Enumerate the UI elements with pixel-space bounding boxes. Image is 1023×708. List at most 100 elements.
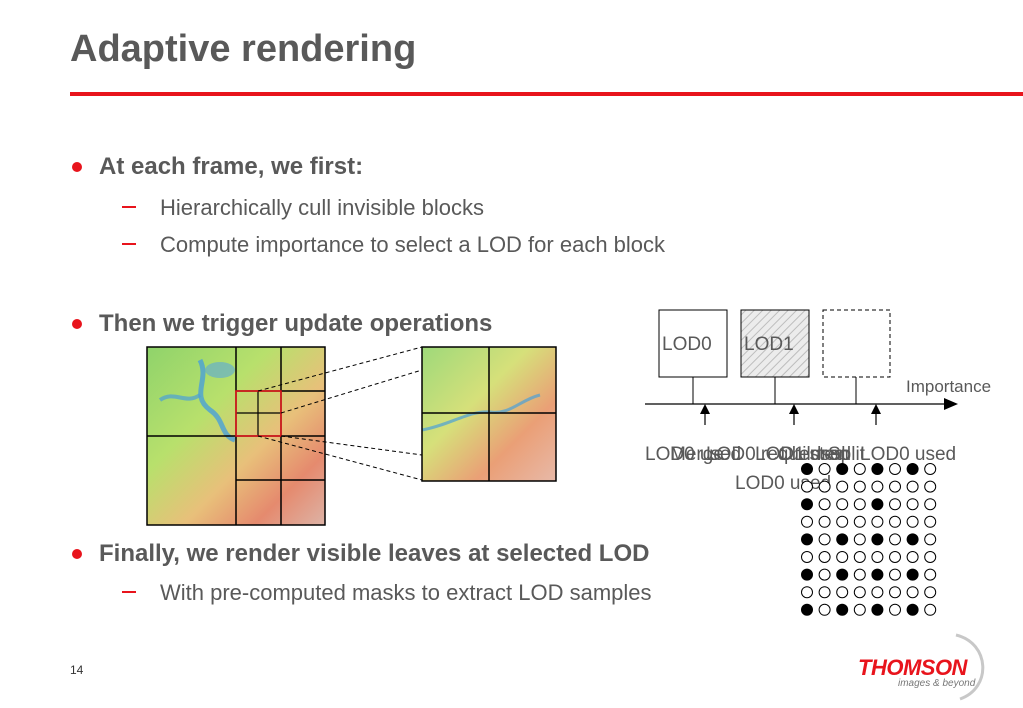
mask-sample-empty [853,568,866,581]
annotation-label: LOD0 requested [706,444,846,465]
mask-sample-empty [853,463,866,475]
mask-sample-filled [871,603,884,616]
mask-sample-filled [836,463,849,475]
bullet-dot-icon [72,162,82,172]
page-number: 14 [70,663,84,677]
mask-sample-filled [871,568,884,581]
thomson-logo: THOMSON images & beyond [858,633,985,701]
mask-sample-empty [801,480,813,493]
mask-sample-empty [889,603,901,616]
mask-sample-empty [889,463,901,475]
mask-sample-empty [853,533,866,546]
connector-line [280,435,423,456]
mask-sample-filled [906,463,919,475]
sub-bullet-text: Hierarchically cull invisible blocks [160,195,484,220]
mask-sample-empty [836,586,849,599]
bullet-2-text: Then we trigger update operations [99,310,493,337]
mask-sample-empty [924,515,937,528]
mask-sample-empty [818,480,831,493]
terrain-map-large [146,346,326,526]
sub-bullet-text: Compute importance to select a LOD for e… [160,232,666,257]
mask-sample-empty [889,568,901,581]
mask-sample-empty [818,498,831,511]
annotation-label: Split [828,444,865,465]
mask-sample-empty [871,480,884,493]
title-underline [70,92,1023,96]
mask-sample-empty [906,515,919,528]
mask-sample-empty [853,498,866,511]
mask-sample-empty [871,586,884,599]
mask-sample-filled [906,533,919,546]
mask-sample-filled [801,533,813,546]
mask-sample-empty [906,586,919,599]
mask-sample-filled [906,568,919,581]
mask-sample-filled [906,603,919,616]
mask-sample-empty [889,533,901,546]
mask-sample-filled [801,603,813,616]
lod1-label: LOD1 [744,334,794,355]
importance-marker-arrows [700,404,881,425]
mask-sample-empty [818,463,831,475]
mask-sample-empty [818,551,831,563]
mask-sample-empty [853,586,866,599]
mask-sample-empty [889,586,901,599]
mask-sample-empty [853,551,866,563]
importance-axis-label: Importance [906,377,992,396]
slide-title: Adaptive rendering [70,28,417,70]
mask-sample-filled [836,568,849,581]
mask-sample-filled [801,498,813,511]
annotation-label: LOD1 used [755,444,852,465]
mask-sample-empty [836,498,849,511]
mask-sample-empty [801,515,813,528]
mask-sample-filled [801,463,813,475]
connector-line [257,435,423,481]
mask-sample-empty [818,603,831,616]
sample-mask-grid [801,463,937,616]
terrain-map-zoomed [421,346,557,482]
mask-sample-filled [836,603,849,616]
dash-icon [122,243,136,245]
bullet-dot-icon [72,549,82,559]
connector-line [257,346,423,392]
mask-sample-empty [818,515,831,528]
sub-bullet-text: With pre-computed masks to extract LOD s… [160,580,652,605]
mask-sample-empty [836,480,849,493]
mask-sample-empty [889,480,901,493]
terrain-quadtree-illustration [146,346,557,526]
mask-sample-empty [871,515,884,528]
connector-line [280,369,423,414]
mask-sample-empty [924,568,937,581]
mask-sample-empty [906,480,919,493]
logo-brand: THOMSON [858,655,967,680]
mask-sample-empty [889,498,901,511]
mask-sample-empty [924,551,937,563]
mask-sample-empty [801,586,813,599]
mask-sample-filled [871,498,884,511]
dash-icon [122,591,136,593]
mask-sample-filled [836,533,849,546]
mask-sample-empty [818,568,831,581]
mask-sample-empty [818,533,831,546]
mask-sample-empty [924,533,937,546]
mask-sample-filled [871,463,884,475]
mask-sample-empty [889,515,901,528]
mask-sample-empty [924,586,937,599]
mask-sample-empty [853,480,866,493]
axis-arrow-icon [944,398,958,410]
mask-sample-empty [801,551,813,563]
lod2-box [822,309,891,378]
mask-sample-empty [906,551,919,563]
bullet-dot-icon [72,319,82,329]
mask-sample-empty [924,463,937,475]
lod1-box [740,309,810,378]
mask-sample-empty [853,603,866,616]
logo-swoosh-icon [955,633,985,701]
mask-sample-filled [871,533,884,546]
mask-sample-empty [924,498,937,511]
lod0-label: LOD0 [662,334,712,355]
mask-sample-filled [801,568,813,581]
bullet-1-text: At each frame, we first: [99,153,364,180]
mask-sample-empty [836,515,849,528]
mask-sample-empty [818,586,831,599]
annotation-label: LOD0 used [645,444,742,465]
